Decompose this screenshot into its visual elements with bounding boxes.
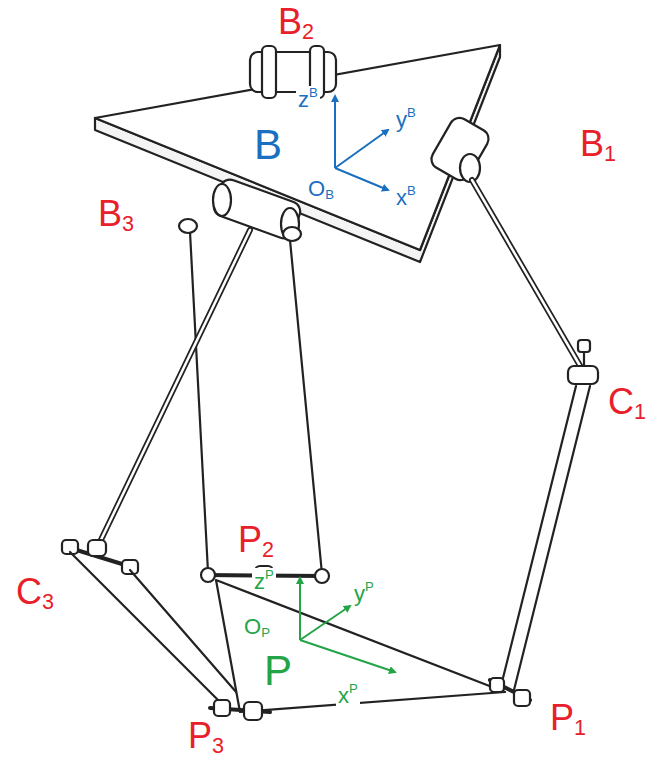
label-main: x	[338, 683, 349, 708]
label-main: z	[298, 87, 309, 112]
label-subscript: P	[261, 625, 270, 640]
label-main: y	[396, 107, 407, 132]
label-superscript: B	[407, 105, 416, 120]
part-label: C1	[606, 384, 648, 423]
part-label: B	[252, 124, 284, 166]
part-label: B1	[578, 126, 618, 165]
label-superscript: B	[309, 85, 318, 100]
label-subscript: 3	[212, 733, 224, 758]
label-superscript: P	[349, 681, 358, 696]
part-label: B3	[96, 196, 136, 235]
label-subscript: 3	[42, 589, 54, 614]
label-main: O	[244, 614, 261, 639]
label-subscript: 2	[302, 19, 314, 44]
label-main: z	[254, 569, 265, 594]
label-main: y	[354, 581, 365, 606]
part-label: zB	[296, 86, 320, 111]
part-label: xP	[336, 682, 360, 707]
part-label: B2	[276, 4, 316, 43]
label-subscript: 2	[262, 537, 274, 562]
label-main: P	[550, 697, 574, 738]
part-label: OB	[306, 178, 336, 202]
label-subscript: B	[325, 187, 334, 202]
label-main: O	[308, 176, 325, 201]
part-label: yP	[352, 580, 376, 605]
label-superscript: P	[265, 567, 274, 582]
label-subscript: 1	[604, 141, 616, 166]
part-label: yB	[394, 106, 418, 131]
part-label: P1	[548, 700, 588, 739]
label-superscript: B	[407, 183, 416, 198]
label-main: P	[238, 519, 262, 560]
label-main: P	[188, 715, 212, 756]
label-subscript: 1	[574, 715, 586, 740]
label-main: x	[396, 185, 407, 210]
label-superscript: P	[365, 579, 374, 594]
label-subscript: 1	[634, 399, 646, 424]
part-label: C3	[14, 574, 56, 613]
part-label: P2	[236, 522, 276, 561]
label-main: B	[580, 123, 604, 164]
label-main: B	[278, 1, 302, 42]
label-main: B	[98, 193, 122, 234]
part-label: P3	[186, 718, 226, 757]
part-label: xB	[394, 184, 418, 209]
part-label: OP	[242, 616, 272, 640]
label-main: C	[16, 571, 42, 612]
part-label: P	[262, 650, 294, 692]
part-label: zP	[252, 568, 276, 593]
label-main: C	[608, 381, 634, 422]
label-subscript: 3	[122, 211, 134, 236]
